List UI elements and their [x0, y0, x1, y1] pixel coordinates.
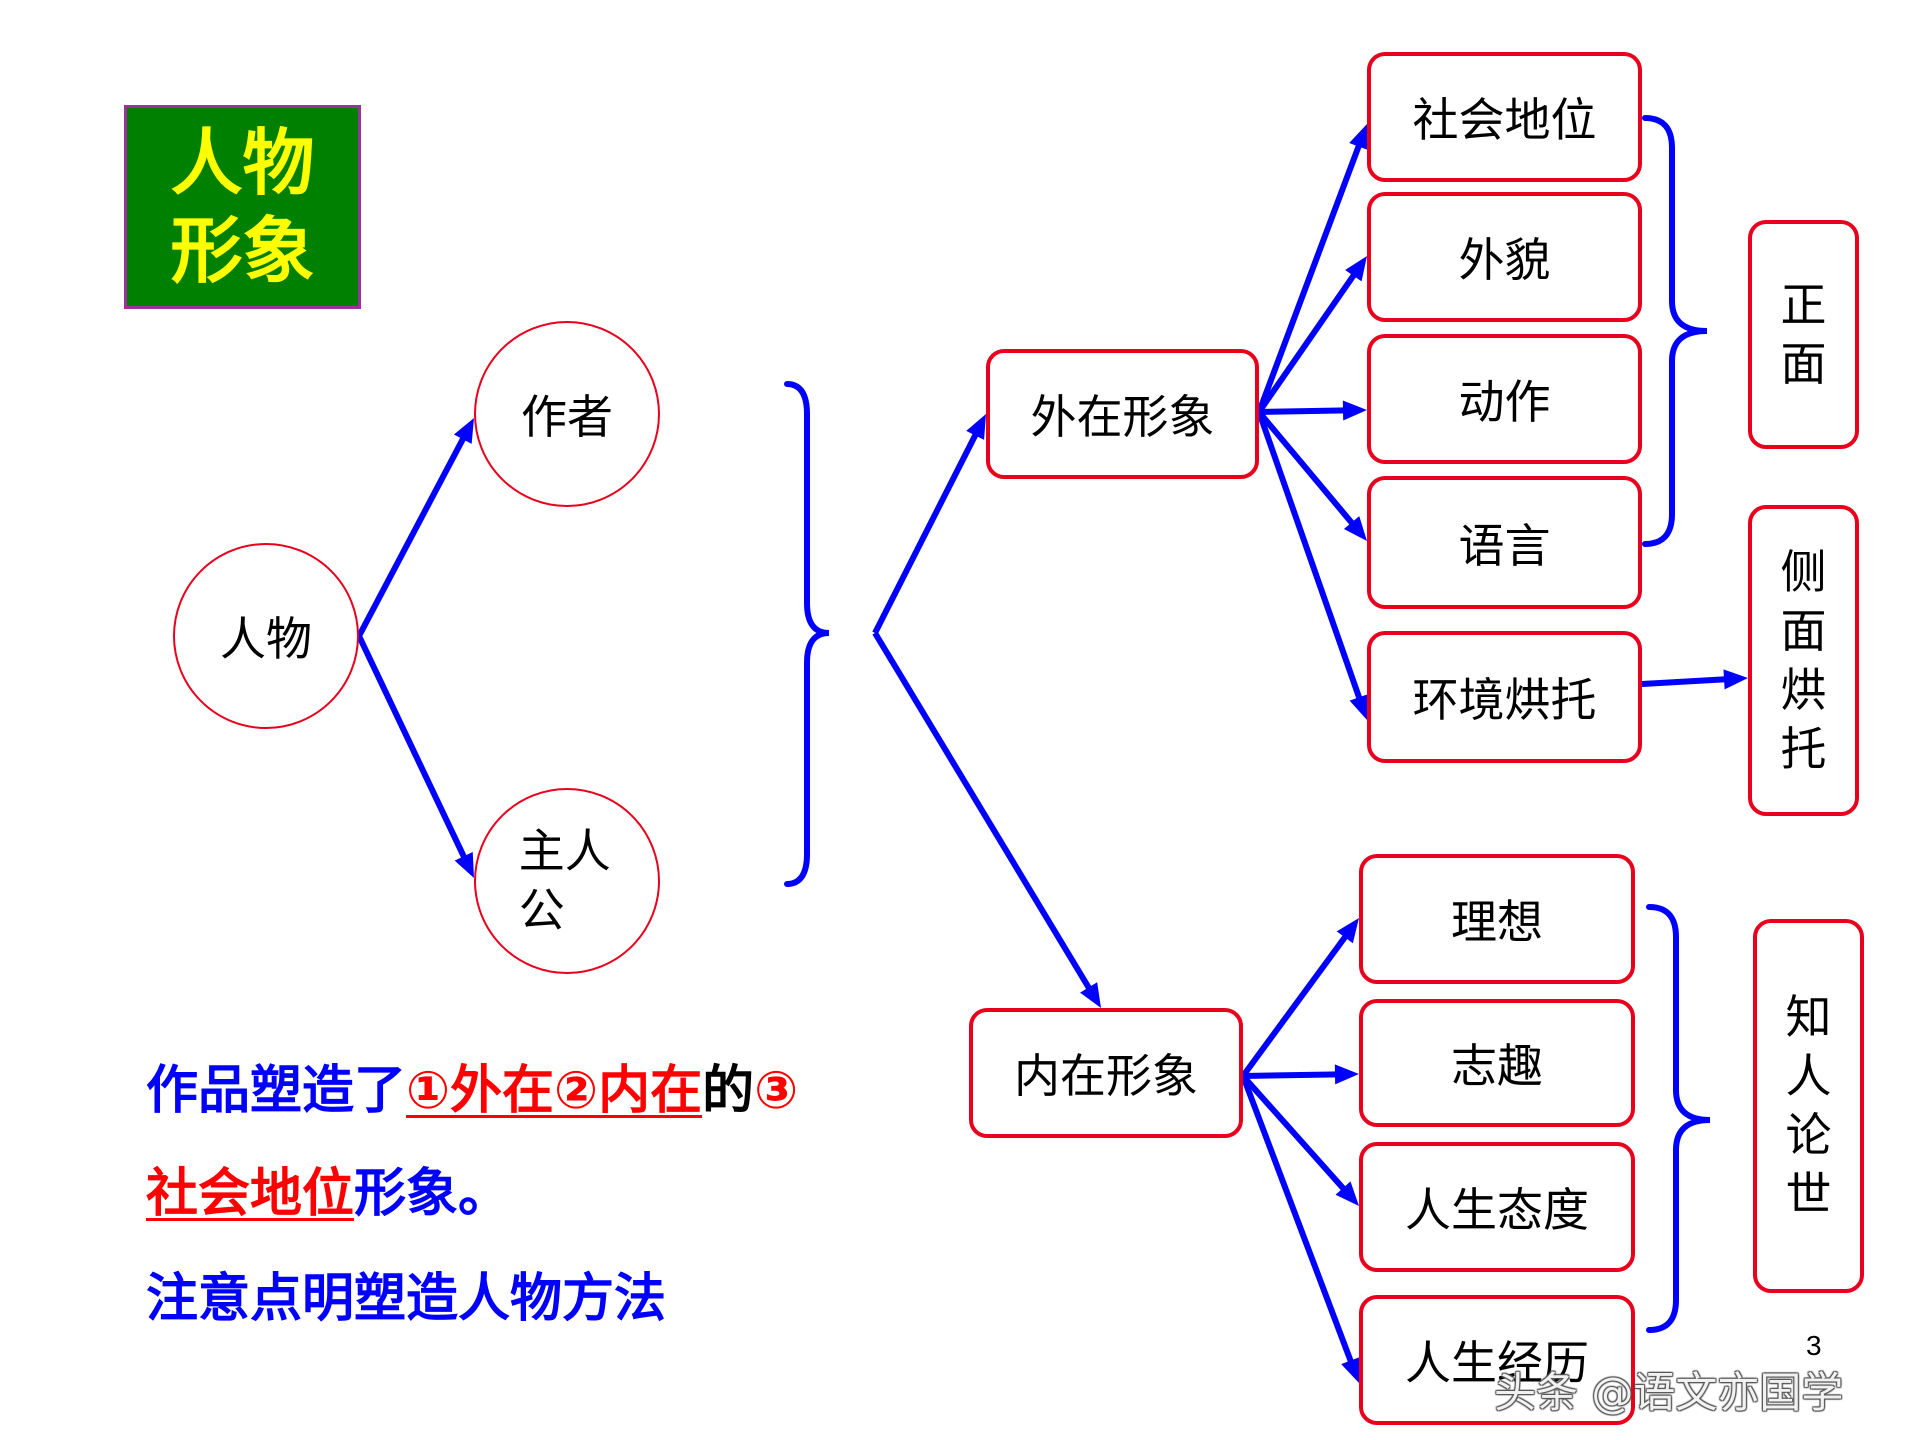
arrow-environment-to-side-foil [1641, 676, 1729, 687]
arrow-outer-to-appearance-head [1345, 256, 1367, 282]
arrow-root-to-protagonist-head [454, 852, 474, 878]
inner-item-label: 志趣 [1451, 1039, 1543, 1093]
method-indirect-label: 侧面烘托 [1780, 544, 1827, 776]
arrow-inner-to-attitude-head [1335, 1181, 1359, 1206]
inner-item-attitude: 人生态度 [1359, 1142, 1635, 1272]
arrow-to-outer-image-head [966, 414, 986, 440]
arrow-outer-to-environment [1256, 411, 1364, 703]
arrow-inner-to-experience [1240, 1074, 1355, 1366]
arrow-outer-to-language [1256, 410, 1357, 528]
inner-item-ideal: 理想 [1359, 854, 1635, 984]
inner-image-box: 内在形象 [969, 1008, 1243, 1138]
arrow-outer-to-action-head [1342, 400, 1367, 421]
root-node: 人物 [173, 543, 359, 729]
inner-image-label: 内在形象 [1014, 1049, 1198, 1103]
outer-item-label: 社会地位 [1412, 93, 1597, 147]
summary-text: 形象。 [354, 1164, 511, 1224]
arrow-outer-to-action [1258, 407, 1348, 415]
arrow-outer-to-language-head [1343, 516, 1367, 541]
outer-item-social-status: 社会地位 [1367, 52, 1642, 182]
inner-item-label: 人生态度 [1405, 1183, 1589, 1237]
arrow-inner-to-ideal [1240, 932, 1350, 1078]
slide-title-line2: 形象 [170, 208, 315, 293]
arrow-outer-to-environment-head [1349, 694, 1369, 720]
arrow-outer-to-social-status-head [1349, 124, 1368, 150]
summary-line-2: 社会地位形象。 [146, 1162, 510, 1226]
summary-line-1: 作品塑造了①外在②内在的③ [146, 1059, 798, 1123]
method-context-label: 知人论世 [1785, 990, 1832, 1221]
arrow-to-outer-image [872, 430, 980, 635]
outer-item-environment: 环境烘托 [1367, 631, 1642, 763]
perspective-node-protagonist-label: 主人公 [518, 824, 611, 937]
outer-item-label: 语言 [1458, 518, 1551, 573]
watermark: 头条 @语文亦国学 [1494, 1368, 1844, 1417]
brace-inner-context [1646, 904, 1711, 1333]
slide-title: 人物 形象 [124, 105, 361, 309]
outer-item-label: 动作 [1458, 375, 1551, 429]
inner-item-interest: 志趣 [1359, 999, 1635, 1127]
arrow-inner-to-interest-head [1334, 1064, 1359, 1085]
inner-item-label: 理想 [1451, 895, 1543, 949]
arrow-inner-to-interest [1242, 1071, 1340, 1079]
outer-item-language: 语言 [1367, 476, 1642, 609]
perspective-node-protagonist: 主人公 [474, 788, 660, 974]
perspective-node-author-label: 作者 [521, 390, 613, 444]
summary-highlight: ①外在②内在 [406, 1061, 703, 1121]
outer-item-appearance: 外貌 [1367, 192, 1642, 322]
summary-highlight: 社会地位 [146, 1164, 355, 1224]
inner-item-label: 人生经历 [1405, 1336, 1589, 1390]
method-indirect-box: 侧面烘托 [1748, 505, 1859, 816]
root-node-label: 人物 [220, 612, 312, 666]
arrow-inner-to-attitude [1240, 1074, 1348, 1194]
summary-text: 作品塑造了 [146, 1061, 407, 1121]
arrow-outer-to-appearance [1256, 270, 1359, 414]
summary-line-3: 注意点明塑造人物方法 [146, 1269, 667, 1329]
summary-highlight: ③ [754, 1061, 799, 1121]
arrow-root-to-author-head [453, 418, 474, 444]
method-context-box: 知人论世 [1753, 919, 1864, 1293]
outer-item-action: 动作 [1367, 334, 1642, 464]
outer-item-label: 外貌 [1458, 233, 1551, 287]
slide-title-line1: 人物 [170, 120, 315, 205]
outer-image-label: 外在形象 [1030, 390, 1215, 444]
summary-text: 的 [702, 1061, 755, 1121]
outer-item-label: 环境烘托 [1412, 673, 1597, 727]
outer-image-box: 外在形象 [986, 349, 1259, 479]
arrow-outer-to-social-status [1256, 141, 1363, 414]
arrow-root-to-author [356, 434, 468, 638]
arrow-root-to-protagonist [356, 634, 469, 862]
arrow-inner-to-experience-head [1341, 1357, 1360, 1383]
arrow-environment-to-side-foil-head [1723, 669, 1748, 690]
perspective-node-author: 作者 [474, 321, 660, 507]
method-direct-box: 正面 [1748, 220, 1859, 449]
arrow-to-inner-image-head [1080, 982, 1101, 1008]
page-number: 3 [1806, 1330, 1822, 1361]
brace-outer-direct [1642, 115, 1708, 547]
inner-item-experience: 人生经历 [1359, 1295, 1635, 1425]
arrow-inner-to-ideal-head [1336, 918, 1359, 944]
brace-perspectives [784, 381, 830, 887]
arrow-to-inner-image [872, 631, 1094, 993]
method-direct-label: 正面 [1780, 277, 1827, 391]
